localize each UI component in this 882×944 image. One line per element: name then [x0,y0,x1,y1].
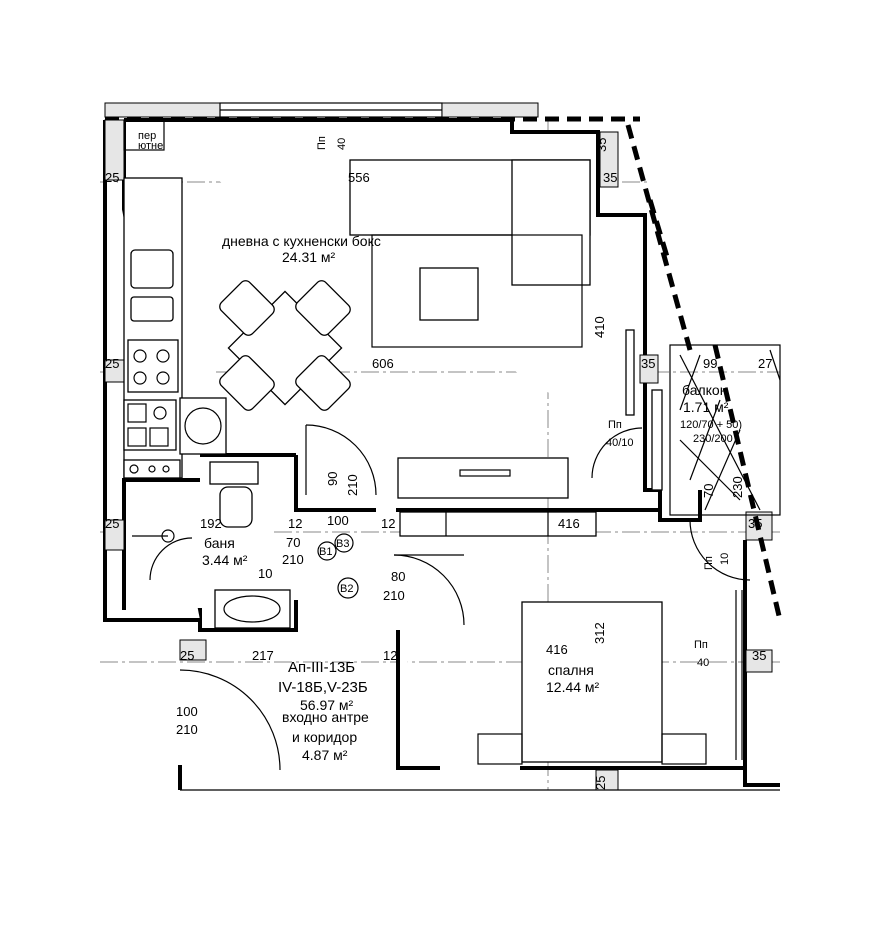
dim-25e: 25 [593,776,608,790]
door-dim-210d: 210 [176,722,198,737]
balcony-opening: 120/70 + 50) [680,419,742,431]
window-pp-2: Пп [608,419,622,431]
dim-192: 192 [200,516,222,531]
window-pp-3: Пп [703,556,715,570]
bedroom-area: 12.44 м² [546,679,600,695]
dim-556: 556 [348,170,370,185]
bathroom-name: баня [204,535,235,551]
dim-410: 410 [592,316,607,338]
dim-312: 312 [592,622,607,644]
doors [149,389,751,771]
door-dim-210b: 210 [282,552,304,567]
door-b2: В2 [340,583,353,595]
window-pp-4-size: 40 [697,657,709,669]
window-pp-3-size: 10 [719,553,731,565]
kitchen-counter [123,177,227,479]
bedroom-width: 416 [546,642,568,657]
wardrobe [399,511,597,537]
dim-35b: 35 [603,170,617,185]
door-dim-100: 100 [327,513,349,528]
apartment-floors: IV-18Б,V-23Б [278,679,368,696]
laundry-label-2: ютне [138,140,163,152]
dim-12b: 12 [381,516,395,531]
door-b3: В3 [336,538,349,550]
door-dim-210a: 210 [345,474,360,496]
dim-27: 27 [758,356,772,371]
corridor-name-1: входно антре [282,709,369,725]
dim-25c: 25 [105,516,119,531]
top-facade [104,102,640,122]
dimension-labels: 25 556 35 35 25 606 410 35 99 27 25 192 … [105,138,772,790]
dim-12a: 12 [288,516,302,531]
dim-416: 416 [558,516,580,531]
dim-35a: 35 [594,138,609,152]
door-dim-100b: 100 [176,704,198,719]
dim-70b: 70 [701,484,716,498]
dim-25d: 25 [180,648,194,663]
dim-25b: 25 [105,356,119,371]
wall-hatching [104,119,780,791]
dim-99: 99 [703,356,717,371]
dining-set [219,280,351,411]
dim-10: 10 [258,566,272,581]
door-dim-210c: 210 [383,588,405,603]
window-pp-1: Пп [316,136,328,150]
dim-25a: 25 [105,170,119,185]
door-dim-80: 80 [391,569,405,584]
dim-35c: 35 [641,356,655,371]
apartment-code: Ап-III-13Б [288,659,355,676]
bathroom-area: 3.44 м² [202,552,248,568]
bathroom-fixtures [132,461,291,629]
living-room-name: дневна с кухненски бокс [222,233,381,249]
window-pp-1-size: 40 [336,138,348,150]
door-b1: В1 [319,546,332,558]
balcony-area: 1.71 м² [683,399,729,415]
apartment-total-area: 56.97 м² [300,697,354,713]
dim-35e: 35 [752,648,766,663]
bedroom-name: спалня [548,662,594,678]
dim-230: 230 [730,476,745,498]
door-dim-90: 90 [325,472,340,486]
bed [477,601,707,765]
balcony-window: 230/200 [693,433,733,445]
door-markers: В1 В3 В2 [317,533,359,599]
dim-35d: 35 [748,516,762,531]
dim-217: 217 [252,648,274,663]
window-pp-4: Пп [694,639,708,651]
living-furniture [349,159,635,499]
dim-12c: 12 [383,648,397,663]
laundry-label-1: пер [138,130,156,142]
corridor-name-2: и коридор [292,729,357,745]
living-room-area: 24.31 м² [282,249,336,265]
corridor-area: 4.87 м² [302,747,348,763]
dim-606: 606 [372,356,394,371]
window-pp-2-size: 40/10 [606,437,634,449]
balcony-name: балкон [682,382,727,398]
boundary-dashes [625,124,783,621]
door-dim-70: 70 [286,535,300,550]
